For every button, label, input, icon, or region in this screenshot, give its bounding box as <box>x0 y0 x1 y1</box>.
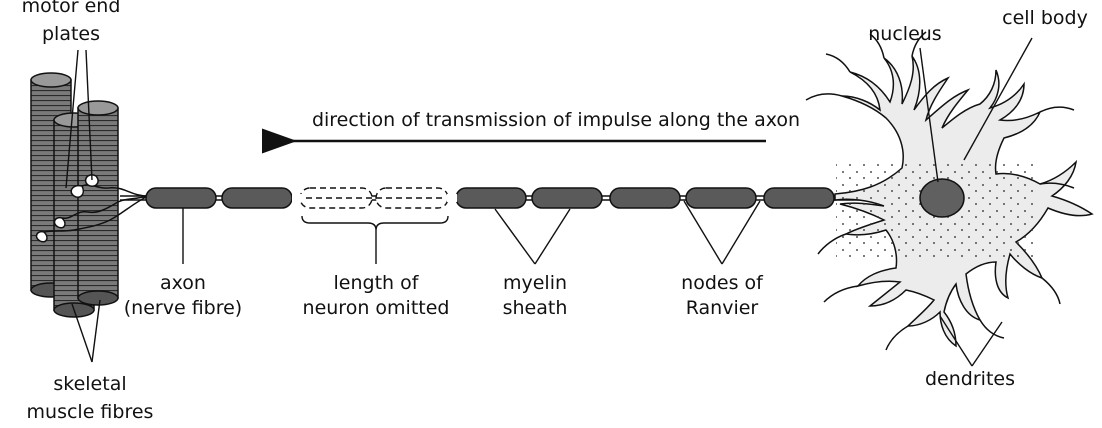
axon-gap <box>447 194 457 202</box>
cell-body <box>834 55 1094 348</box>
myelin-segment <box>455 187 527 209</box>
muscle-fibre <box>77 100 119 306</box>
label-axon-2: (nerve fibre) <box>123 297 243 319</box>
myelin-sheath-segments <box>145 187 835 209</box>
label-skeletal-1: skeletal <box>53 373 127 395</box>
dendrites-branches <box>805 31 1075 351</box>
label-direction: direction of transmission of impulse alo… <box>311 109 801 131</box>
myelin-segment <box>763 187 835 209</box>
leader-lines <box>65 37 1033 367</box>
motor-end-plates <box>35 174 149 243</box>
label-nodes-1: nodes of <box>681 272 763 294</box>
myelin-segment <box>609 187 681 209</box>
skeletal-muscle-fibres <box>30 72 119 318</box>
label-axon-1: axon <box>160 272 206 294</box>
myelin-segment <box>221 187 293 209</box>
label-dendrites: dendrites <box>925 368 1015 390</box>
omitted-brace <box>301 215 449 231</box>
myelin-segment <box>145 187 217 209</box>
myelin-segment <box>685 187 757 209</box>
axon-gap <box>292 194 302 202</box>
nucleus-shape <box>919 178 965 218</box>
label-nodes-2: Ranvier <box>685 297 759 319</box>
label-skeletal-2: muscle fibres <box>26 401 154 423</box>
label-motor-end-plates-2: plates <box>41 23 101 45</box>
label-motor-end-plates-1: motor end <box>21 0 121 17</box>
myelin-segment <box>531 187 603 209</box>
label-omitted-1: length of <box>333 272 419 294</box>
label-myelin-2: sheath <box>502 297 568 319</box>
label-cell-body: cell body <box>1002 7 1088 29</box>
label-nucleus: nucleus <box>868 23 942 45</box>
label-omitted-2: neuron omitted <box>302 297 450 319</box>
omitted-segment <box>299 187 449 209</box>
label-myelin-1: myelin <box>502 272 568 294</box>
